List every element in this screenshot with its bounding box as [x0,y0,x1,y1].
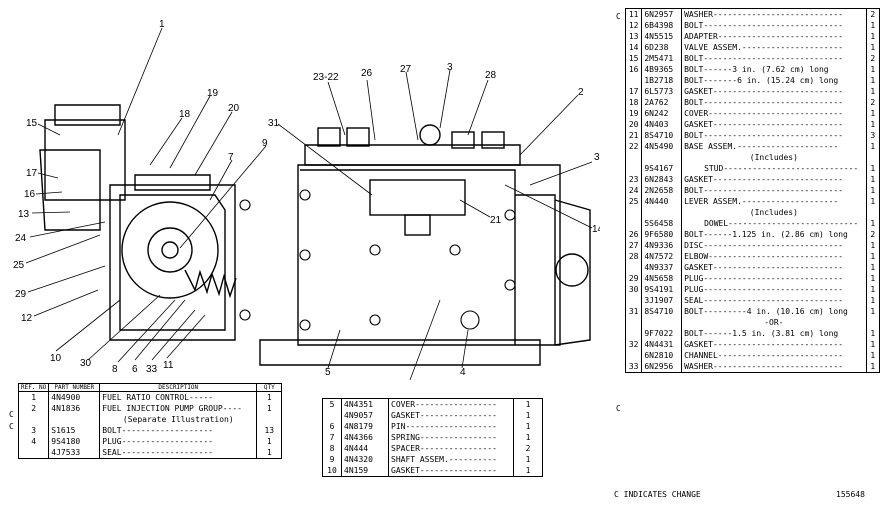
change-marker: C [616,12,621,21]
callout-label: 17 [26,168,38,179]
callout-label: 7 [228,152,234,163]
change-marker: C [9,422,14,431]
callout-label: 26 [361,68,373,79]
change-legend: C INDICATES CHANGE [614,490,701,499]
callout-label: 33 [146,364,158,375]
illustration-number: 155648 [836,490,865,499]
callout-label: 14 [592,224,600,235]
parts-table-left: REF. NO PART NUMBER DESCRIPTION QTY 1 4N… [18,383,283,459]
callout-label: 27 [400,64,412,75]
callout-label: 16 [24,189,36,200]
qty-header: QTY [256,383,282,392]
callout-label: 11 [163,360,174,371]
callout-label: 6 [132,364,138,375]
table-row: (Separate Illustration) [18,414,282,425]
callout-label: 4 [460,367,466,378]
callout-label: 24 [15,233,27,244]
callout-label: 23-22 [313,72,339,83]
table-row: 2 4N1836 FUEL INJECTION PUMP GROUP---- 1 [18,403,282,414]
callout-label: 9 [262,138,268,149]
ref-no-header: REF. NO [18,383,50,392]
callout-label: 3 [594,152,600,163]
table-row: 4J7533 SEAL------------------- 1 [18,447,282,459]
change-marker: C [9,410,14,419]
callout-label: 20 [228,103,240,114]
callout-label: 5 [325,367,331,378]
callout-label: 2 [578,87,584,98]
callout-label: 19 [207,88,219,99]
callout-label: 25 [13,260,25,271]
callout-label: 31 [268,118,280,129]
part-number-header: PART NUMBER [48,383,101,392]
callout-label: 13 [18,209,30,220]
callout-label: 21 [490,215,502,226]
table-row: 4 9S4180 PLUG------------------- 1 [18,436,282,447]
callout-label: 30 [80,358,92,369]
table-row: (Includes) [625,207,880,218]
callout-label: 15 [26,118,38,129]
exploded-parts-drawing: 1 18 19 20 15 17 16 13 24 25 29 12 10 30… [13,19,600,380]
callout-label: 28 [485,70,497,81]
callout-label: 3 [447,62,453,73]
table-row: (Includes) [625,152,880,163]
description-header: DESCRIPTION [99,383,258,392]
change-marker: C [616,404,621,413]
callout-label: 18 [179,109,191,120]
table-row: -OR- [625,317,880,328]
callout-label: 8 [112,364,118,375]
table-row: 3 S1615 BOLT------------------- 13 [18,425,282,436]
callout-label: 12 [21,313,33,324]
table-row: 1 4N4900 FUEL RATIO CONTROL----- 1 [18,391,282,403]
callout-label: 29 [15,289,27,300]
callout-label: 10 [50,353,62,364]
callout-label: 1 [159,19,165,30]
